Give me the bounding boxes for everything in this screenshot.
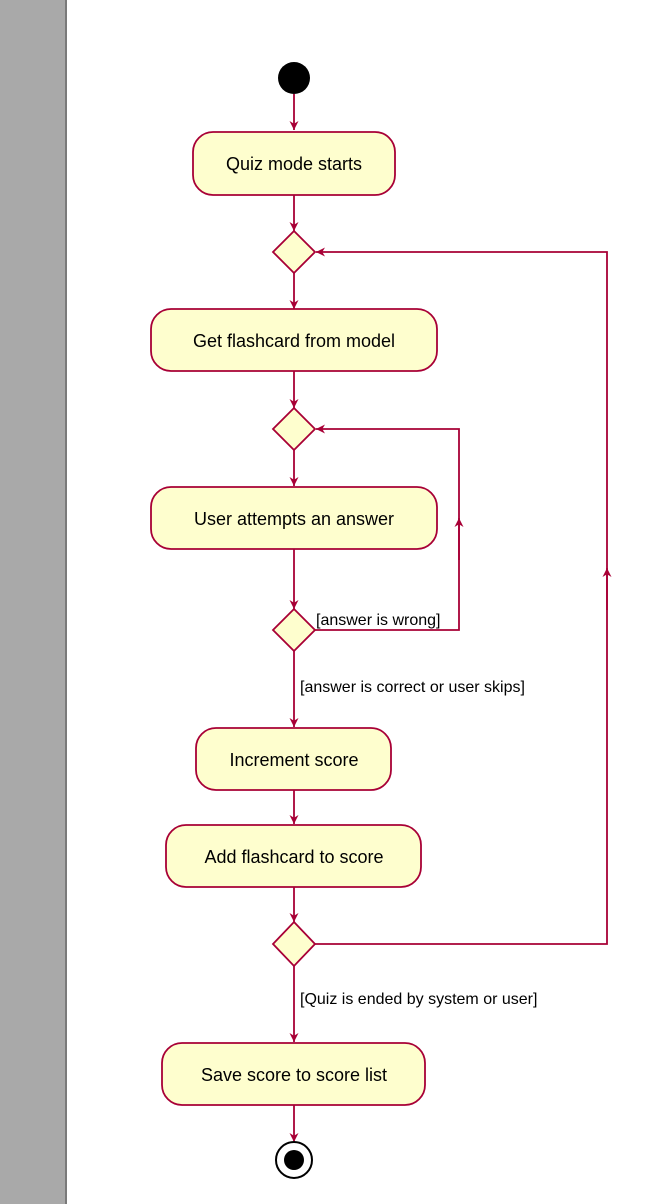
merge-node-outer: [271, 229, 317, 275]
label-user-attempts: User attempts an answer: [194, 509, 394, 529]
left-sidebar: [0, 0, 67, 1204]
label-get-flashcard: Get flashcard from model: [193, 331, 395, 351]
action-get-flashcard: [150, 308, 438, 372]
guard-answer-correct: [answer is correct or user skips]: [300, 679, 525, 696]
diagram-canvas: Quiz mode starts Get flashcard from mode…: [69, 0, 668, 1204]
label-save-score: Save score to score list: [201, 1065, 387, 1085]
action-add-flashcard: [165, 824, 422, 888]
decision-node-answer: [271, 607, 317, 653]
decision-node-quiz-end: [271, 920, 317, 968]
merge-node-inner: [271, 406, 317, 452]
end-node: [275, 1141, 313, 1179]
label-increment-score: Increment score: [229, 750, 358, 770]
label-add-flashcard: Add flashcard to score: [204, 847, 383, 867]
action-user-attempts: [150, 486, 438, 550]
guard-answer-wrong: [answer is wrong]: [316, 612, 441, 629]
action-save-score: [161, 1042, 426, 1106]
guard-quiz-ended: [Quiz is ended by system or user]: [300, 991, 537, 1008]
action-quiz-starts: [192, 131, 396, 196]
start-node: [278, 62, 310, 94]
label-quiz-starts: Quiz mode starts: [226, 154, 362, 174]
action-increment-score: [195, 727, 392, 791]
